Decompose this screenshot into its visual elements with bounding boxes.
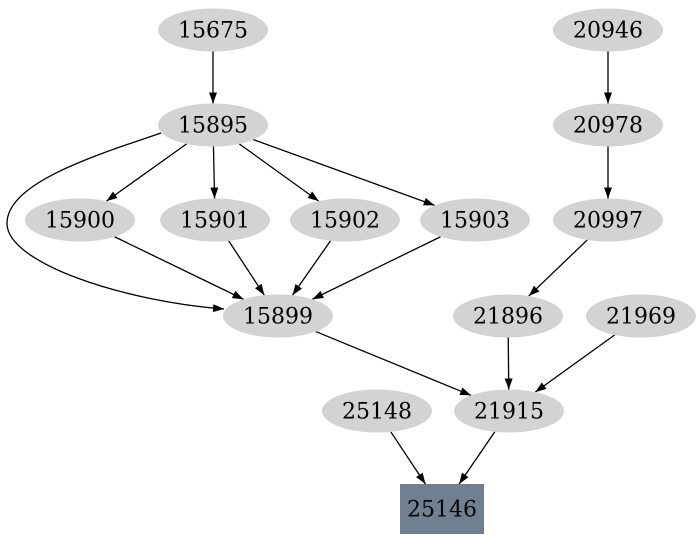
edge-21969-21915: [534, 334, 616, 393]
graph-node-21969: 21969: [586, 294, 696, 338]
graph-node-21915: 21915: [454, 389, 564, 433]
edge-25148-25146: [390, 431, 426, 485]
node-shape-ellipse: [586, 294, 696, 338]
edge-15895-15900: [106, 143, 187, 202]
node-shape-ellipse: [158, 8, 268, 52]
graph-node-20997: 20997: [553, 198, 663, 242]
edge-15901-15899: [228, 240, 265, 296]
graph-node-21896: 21896: [453, 294, 563, 338]
edge-21915-25146: [458, 431, 496, 485]
node-shape-ellipse: [158, 103, 268, 147]
node-shape-ellipse: [553, 8, 663, 52]
node-label: 15675: [178, 18, 248, 43]
edge-15895-15901: [210, 146, 219, 199]
node-label: 25148: [342, 399, 412, 424]
node-label: 20997: [573, 208, 643, 233]
node-label: 21969: [606, 304, 676, 329]
node-label: 21915: [474, 399, 544, 424]
edge-15900-15899: [114, 236, 244, 300]
node-shape-ellipse: [25, 198, 135, 242]
graph-node-25146: 25146: [400, 484, 484, 534]
node-shape-ellipse: [420, 198, 530, 242]
node-label: 15895: [178, 113, 248, 138]
edge-15895-15902: [238, 143, 320, 202]
graph-node-20978: 20978: [553, 103, 663, 147]
edge-15903-15899: [312, 236, 441, 300]
graph-node-15901: 15901: [160, 198, 270, 242]
edge-20997-21896: [528, 239, 588, 297]
graph-node-15900: 15900: [25, 198, 135, 242]
node-label: 25146: [407, 497, 477, 522]
edge-21896-21915: [504, 337, 513, 390]
node-label: 15899: [243, 304, 313, 329]
graph-node-15903: 15903: [420, 198, 530, 242]
node-shape-box: [400, 484, 484, 534]
node-shape-ellipse: [454, 389, 564, 433]
node-shape-ellipse: [223, 294, 333, 338]
node-shape-ellipse: [453, 294, 563, 338]
graph-node-25148: 25148: [322, 389, 432, 433]
graph-node-15902: 15902: [290, 198, 400, 242]
graph-node-15899: 15899: [223, 294, 333, 338]
edge-15895-15903: [253, 139, 435, 206]
node-shape-ellipse: [322, 389, 432, 433]
graph-node-15675: 15675: [158, 8, 268, 52]
node-shape-ellipse: [553, 103, 663, 147]
node-label: 20978: [573, 113, 643, 138]
graph-node-15895: 15895: [158, 103, 268, 147]
edge-15899-21915: [315, 330, 472, 397]
node-label: 21896: [473, 304, 543, 329]
edge-15895-15899: [6, 132, 225, 313]
node-label: 15903: [440, 208, 510, 233]
node-shape-ellipse: [290, 198, 400, 242]
graph-node-20946: 20946: [553, 8, 663, 52]
node-shape-ellipse: [160, 198, 270, 242]
edge-15902-15899: [291, 240, 332, 296]
node-label: 15902: [310, 208, 380, 233]
node-label: 15900: [45, 208, 115, 233]
node-label: 15901: [180, 208, 250, 233]
node-shape-ellipse: [553, 198, 663, 242]
node-label: 20946: [573, 18, 643, 43]
